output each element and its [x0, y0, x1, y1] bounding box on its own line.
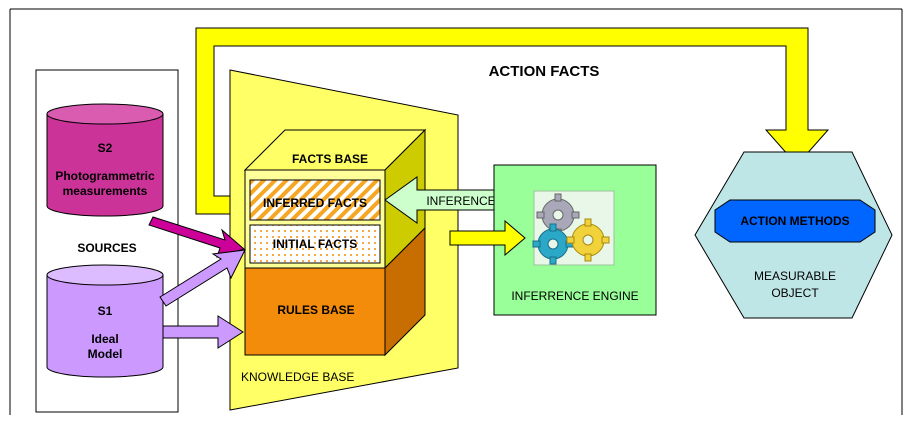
initial-facts-label: INITIAL FACTS: [273, 237, 357, 251]
inference-label: INFERENCE: [426, 194, 495, 208]
action-methods-label: ACTION METHODS: [740, 214, 849, 228]
action-methods-box: [714, 199, 876, 243]
knowledge-base-label: KNOWLEDGE BASE: [241, 370, 354, 384]
inferred-facts-label: INFERRED FACTS: [263, 196, 367, 210]
inference-engine-label: INFERRENCE ENGINE: [511, 289, 638, 303]
inferred-facts-box: [249, 179, 381, 221]
action-facts-label: ACTION FACTS: [489, 63, 600, 80]
facts-base-label: FACTS BASE: [292, 152, 368, 166]
gears-icon: [532, 190, 615, 266]
s2-cylinder: [46, 103, 164, 217]
measurable-object-label-line1: MEASURABLE: [754, 269, 836, 283]
s2-name-line1: Photogrammetric: [55, 169, 155, 183]
rules-base-label: RULES BASE: [277, 303, 354, 317]
s2-name-line2: measurements: [63, 184, 148, 198]
s1-name-line2: Model: [88, 347, 123, 361]
s1-id: S1: [98, 304, 113, 318]
s1-cylinder: [46, 264, 164, 378]
sources-label: SOURCES: [77, 241, 136, 255]
s2-id: S2: [98, 141, 113, 155]
measurable-object-label-line2: OBJECT: [771, 286, 819, 300]
s1-to-initial-facts-arrow: [159, 249, 246, 307]
facts-to-engine-arrow: [449, 219, 526, 257]
s1-name-line1: Ideal: [91, 332, 118, 346]
initial-facts-box: [249, 224, 381, 264]
s1-to-rules-base-arrow: [162, 315, 244, 349]
rules-base-box: [244, 226, 426, 357]
